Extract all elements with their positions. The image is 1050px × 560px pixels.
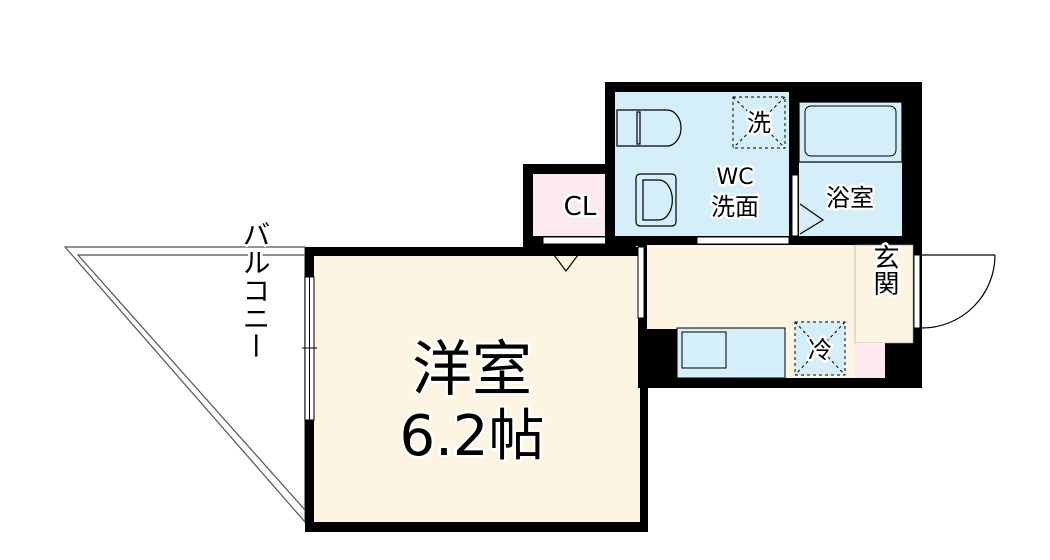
bathroom-label: 浴室: [826, 184, 874, 212]
front-door[interactable]: [913, 254, 921, 329]
washer-label: 洗: [747, 109, 771, 137]
wc-washroom: [615, 92, 789, 236]
entrance: [854, 244, 914, 344]
closet-door[interactable]: [542, 236, 616, 245]
kitchen-door[interactable]: [637, 246, 645, 319]
bathroom-door[interactable]: [791, 174, 799, 237]
kitchen-counter: [676, 327, 786, 379]
western-room-size: 6.2帖: [399, 404, 544, 469]
front-door-swing-icon: [921, 254, 996, 329]
washer-space: [732, 96, 786, 149]
shoe-cabinet: [855, 343, 885, 378]
toilet-icon: [616, 109, 682, 147]
western-room-label: 洋室: [412, 335, 532, 405]
wc-label: WC: [716, 165, 753, 190]
closet-label: CL: [564, 192, 597, 222]
fridge-space: [794, 321, 846, 376]
balcony-label: バルコニー: [239, 220, 272, 360]
fridge-label: 冷: [808, 336, 832, 364]
balcony-window[interactable]: [302, 276, 317, 421]
kitchen-corridor: [647, 245, 855, 329]
closet-door-swing-icon: [547, 246, 585, 272]
entrance-label: 玄関: [869, 244, 899, 296]
washroom-label: 洗面: [711, 193, 759, 221]
washbasin-icon: [635, 173, 677, 227]
wc-door[interactable]: [696, 236, 790, 245]
bathtub-icon: [798, 101, 903, 163]
bath-door-swing-icon: [799, 203, 825, 235]
